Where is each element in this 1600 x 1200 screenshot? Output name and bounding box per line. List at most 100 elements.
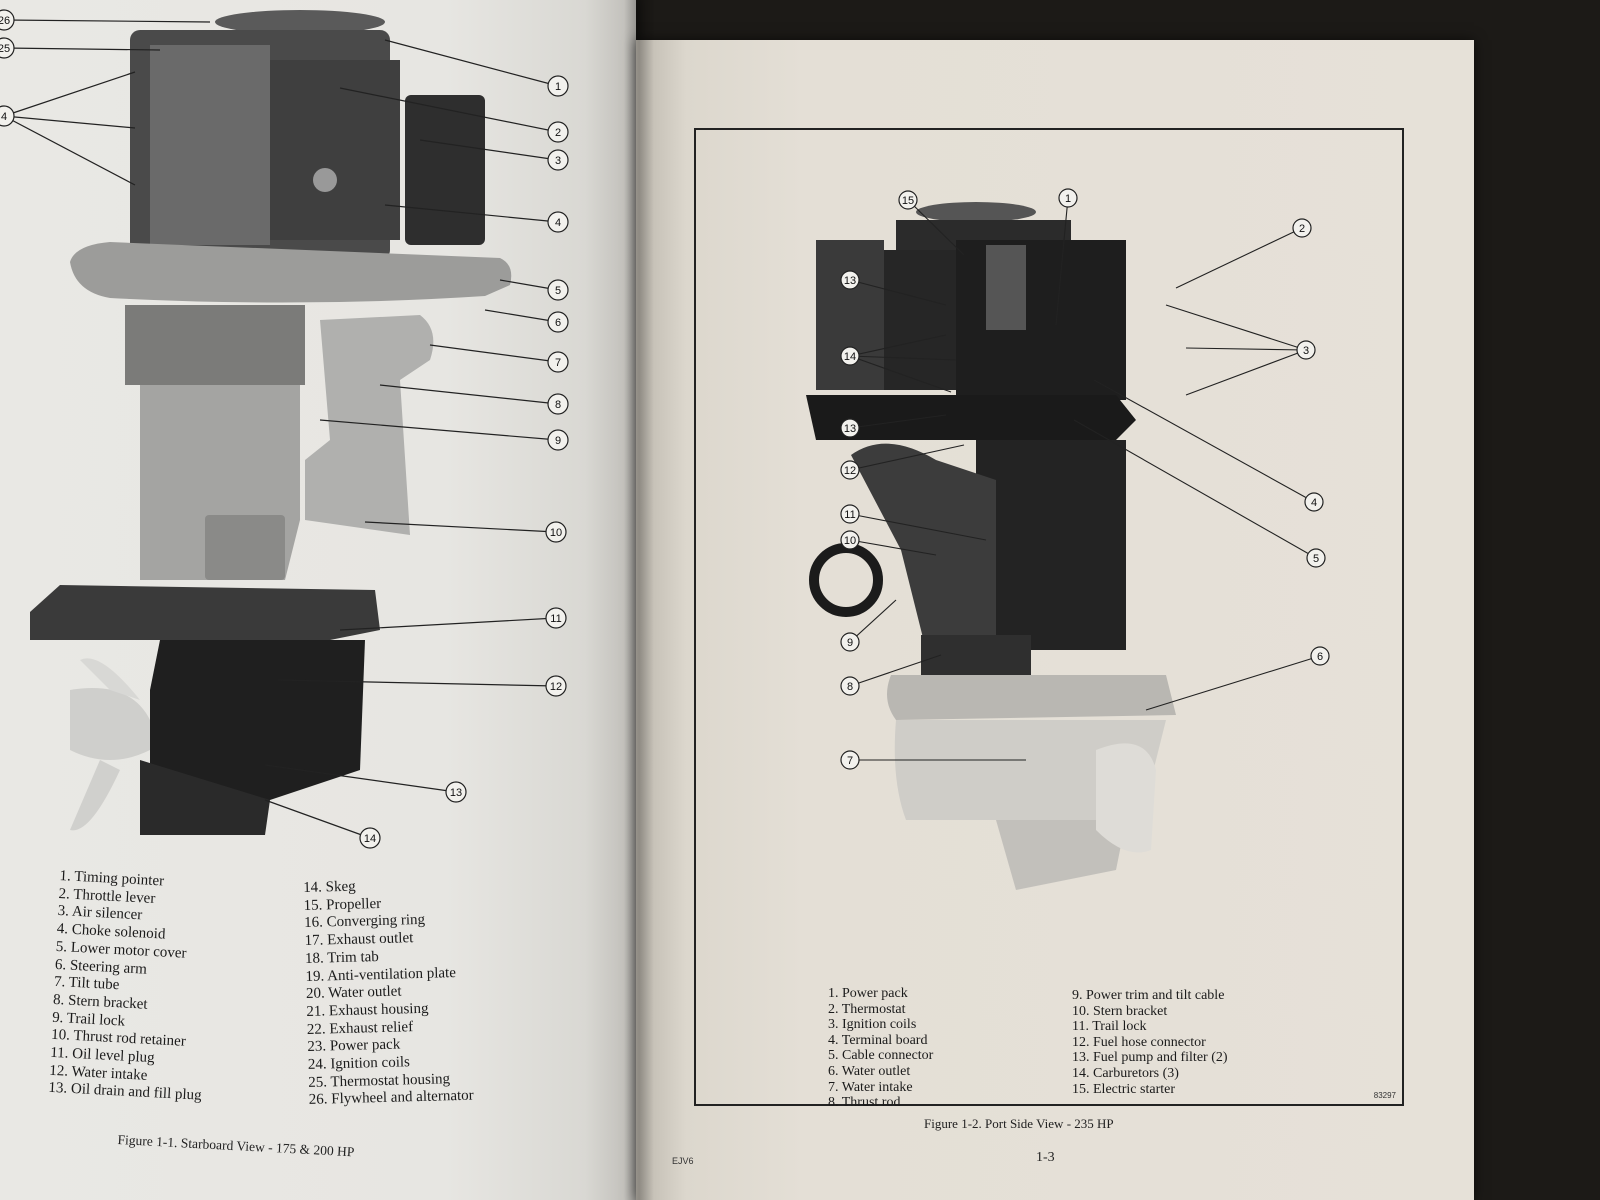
right-engine-drawing xyxy=(806,202,1176,890)
callout-circle xyxy=(840,460,860,480)
leader-line xyxy=(3,19,211,23)
callout-number: 3 xyxy=(555,155,561,167)
callout-number: 11 xyxy=(550,613,561,625)
callout-circle xyxy=(545,607,567,629)
callout-number: 11 xyxy=(844,509,855,521)
legend-item: 7. Water intake xyxy=(828,1079,913,1095)
callout-number: 26 xyxy=(0,15,10,27)
legend-item: 13. Fuel pump and filter (2) xyxy=(1072,1050,1228,1066)
leader-line xyxy=(849,414,947,429)
callout-circle xyxy=(1296,340,1316,360)
callout-number: 12 xyxy=(844,465,856,477)
callout-number: 9 xyxy=(555,435,561,447)
leader-line xyxy=(849,599,897,643)
legend-item: 6. Water outlet xyxy=(828,1063,911,1079)
leader-line xyxy=(429,344,559,363)
callout-circle xyxy=(547,279,569,301)
callout-circle xyxy=(547,311,569,333)
callout-circle xyxy=(1292,218,1312,238)
legend-item: 4. Terminal board xyxy=(828,1032,928,1048)
leader-line xyxy=(849,334,947,357)
leader-line xyxy=(1055,197,1069,326)
leader-line xyxy=(1093,379,1315,503)
callout-number: 4 xyxy=(1311,497,1317,509)
leader-line xyxy=(1175,227,1303,289)
callout-circle xyxy=(547,121,569,143)
callout-circle xyxy=(840,750,860,770)
callout-number: 12 xyxy=(550,681,562,693)
leader-line xyxy=(319,419,559,441)
callout-number: 13 xyxy=(844,423,856,435)
left-leader-lines xyxy=(3,19,559,839)
leader-line xyxy=(1165,304,1307,351)
left-engine-drawing xyxy=(30,10,512,835)
callout-circle xyxy=(1058,188,1078,208)
leader-line xyxy=(1073,419,1317,559)
callout-circle xyxy=(1306,548,1326,568)
callout-circle xyxy=(1310,646,1330,666)
callout-number: 4 xyxy=(555,217,561,229)
right-figure-caption: Figure 1-2. Port Side View - 235 HP xyxy=(924,1116,1114,1131)
callout-circle xyxy=(359,827,381,849)
leader-line xyxy=(849,355,957,361)
callout-circle xyxy=(445,781,467,803)
callout-number: 7 xyxy=(555,357,561,369)
leader-line xyxy=(384,39,559,87)
callout-circle xyxy=(0,105,15,127)
legend-item: 8. Thrust rod xyxy=(828,1095,901,1111)
callout-circle xyxy=(547,351,569,373)
callout-circle xyxy=(840,418,860,438)
callout-circle xyxy=(545,675,567,697)
leader-line xyxy=(277,679,557,687)
callout-number: 8 xyxy=(555,399,561,411)
callout-circle xyxy=(898,190,918,210)
callout-circle xyxy=(547,149,569,171)
leader-line xyxy=(339,617,557,631)
callout-number: 6 xyxy=(1317,651,1323,663)
leader-line xyxy=(379,384,559,405)
leader-line xyxy=(1145,655,1321,711)
leader-line xyxy=(849,444,965,471)
callout-circle xyxy=(547,429,569,451)
legend-item: 5. Cable connector xyxy=(828,1048,934,1064)
callout-circle xyxy=(547,75,569,97)
leader-line xyxy=(3,47,161,51)
callout-circle xyxy=(1304,492,1324,512)
callout-number: 6 xyxy=(555,317,561,329)
callout-number: 5 xyxy=(555,285,561,297)
callout-number: 7 xyxy=(847,755,853,767)
callout-circle xyxy=(840,530,860,550)
leader-line xyxy=(849,654,942,687)
legend-item: 10. Stern bracket xyxy=(1072,1003,1168,1019)
callout-circle xyxy=(840,676,860,696)
callout-circle xyxy=(840,632,860,652)
callout-circle xyxy=(547,211,569,233)
leader-line xyxy=(264,764,457,793)
leader-line xyxy=(849,513,987,541)
callout-number: 14 xyxy=(844,351,856,363)
callout-number: 25 xyxy=(0,43,10,55)
callout-circle xyxy=(545,521,567,543)
callout-number: 10 xyxy=(844,535,856,547)
leader-line xyxy=(1185,347,1307,351)
leader-line xyxy=(849,279,947,306)
legend-item: 1. Power pack xyxy=(828,986,908,1001)
callout-number: 13 xyxy=(450,787,462,799)
leader-line xyxy=(3,115,136,186)
legend-item: 12. Fuel hose connector xyxy=(1072,1034,1206,1050)
leader-line xyxy=(484,309,559,323)
footer-code: EJV6 xyxy=(672,1156,694,1166)
leader-line xyxy=(3,115,136,129)
callout-number: 13 xyxy=(844,275,856,287)
callout-number: 5 xyxy=(1313,553,1319,565)
callout-number: 1 xyxy=(555,81,561,93)
callout-circle xyxy=(840,504,860,524)
callout-number: 8 xyxy=(847,681,853,693)
leader-line xyxy=(384,204,559,223)
